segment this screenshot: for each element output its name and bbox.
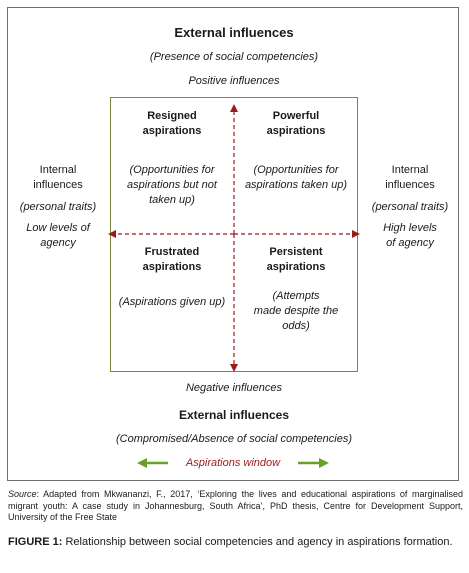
quadrant-desc: aspirations but not: [127, 179, 217, 191]
negative-influences-label: Negative influences: [185, 382, 282, 394]
left-traits: (personal traits): [19, 201, 97, 213]
right-title-line2: influences: [385, 179, 435, 191]
quadrant-desc: made despite the: [253, 305, 339, 317]
left-title-line2: influences: [33, 179, 83, 191]
source-note: Source: Adapted from Mkwananzi, F., 2017…: [8, 489, 463, 524]
top-title: External influences: [174, 25, 294, 40]
right-title-line1: Internal: [391, 164, 429, 176]
caption-text: Relationship between social competencies…: [62, 536, 453, 548]
figure-caption: FIGURE 1: Relationship between social co…: [8, 535, 463, 549]
left-agency-line1: Low levels of: [26, 222, 90, 234]
quadrant-title: aspirations: [142, 261, 202, 273]
quadrant-desc: (Opportunities for: [253, 164, 339, 176]
quadrant-desc: (Aspirations given up): [118, 296, 226, 308]
left-agency-line2: agency: [40, 237, 76, 249]
quadrant-title: aspirations: [266, 125, 326, 137]
left-title-line1: Internal: [39, 164, 77, 176]
quadrant-title: Frustrated: [144, 246, 200, 258]
quadrant-desc: aspirations taken up): [244, 179, 348, 191]
quadrant-title: Persistent: [269, 246, 323, 258]
top-subtitle: (Presence of social competencies): [149, 51, 319, 63]
bottom-title: External influences: [178, 408, 290, 422]
diagram-frame: [7, 7, 459, 481]
quadrant-desc: (Opportunities for: [129, 164, 215, 176]
quadrant-title: Resigned: [147, 110, 197, 122]
quadrant-desc: taken up): [149, 194, 195, 206]
bottom-subtitle: (Compromised/Absence of social competenc…: [116, 433, 352, 445]
right-agency-line2: of agency: [386, 237, 434, 249]
right-agency-line1: High levels: [383, 222, 437, 234]
aspirations-window-label: Aspirations window: [185, 457, 281, 469]
quadrant-desc: odds): [282, 320, 310, 332]
quadrant-desc: (Attempts: [272, 290, 320, 302]
quadrant-title: aspirations: [266, 261, 326, 273]
positive-influences-label: Positive influences: [188, 75, 280, 87]
source-label: Source: [8, 489, 37, 499]
quadrant-title: Powerful: [272, 110, 320, 122]
right-traits: (personal traits): [371, 201, 449, 213]
source-text: : Adapted from Mkwananzi, F., 2017, ‘Exp…: [8, 489, 463, 522]
quadrant-title: aspirations: [142, 125, 202, 137]
caption-label: FIGURE 1:: [8, 536, 63, 548]
